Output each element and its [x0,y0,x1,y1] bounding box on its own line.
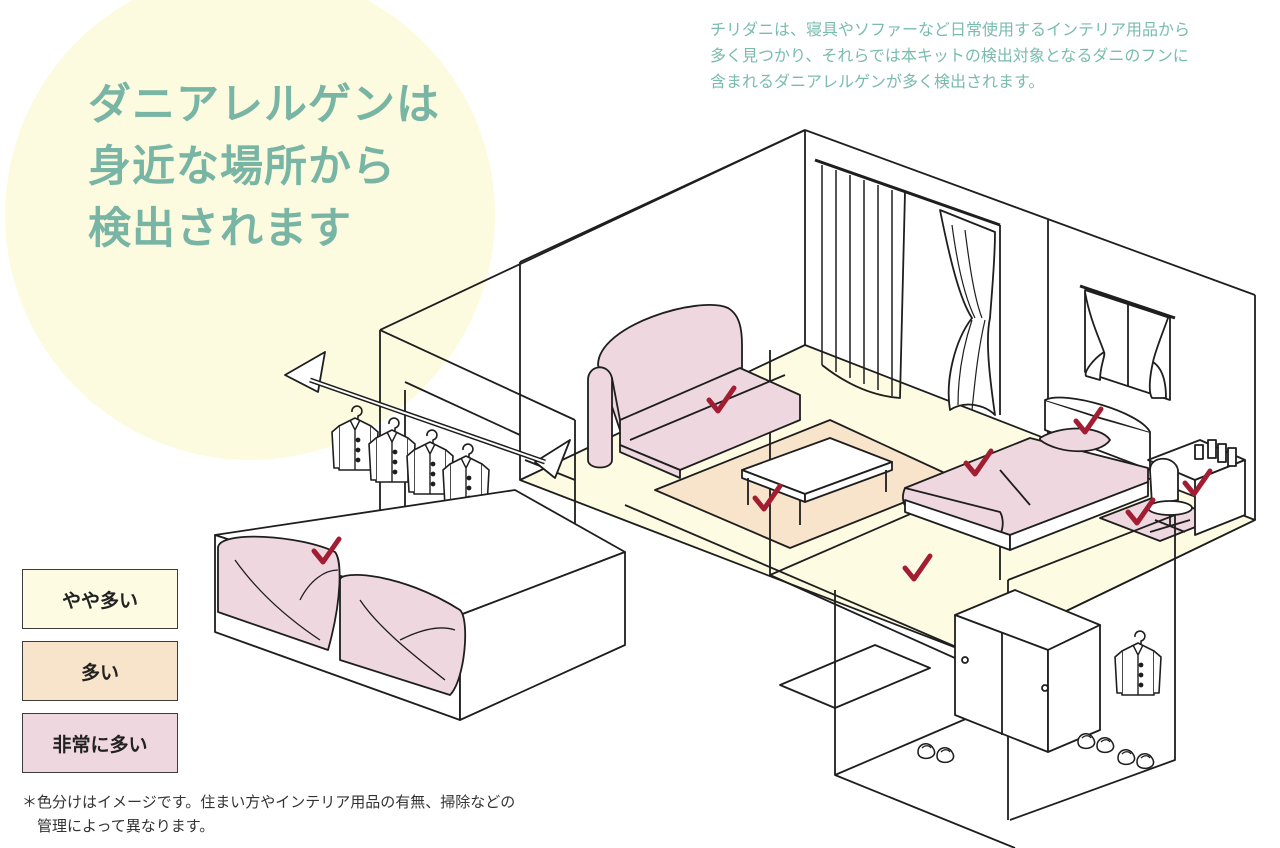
small-window [1079,284,1176,401]
footnote-line: 管理によって異なります。 [22,817,215,835]
shirt-icon [1114,630,1162,696]
coffee-table [741,437,893,525]
slipper-icon [1077,732,1115,754]
curtains [814,158,1001,416]
legend-item-many: 多い [22,641,178,701]
description-line: 多く見つかり、それらでは本キットの検出対象となるダニのフンに [710,46,1189,65]
bed [902,396,1151,551]
headline-line: 検出されます [88,204,352,254]
sofa [587,304,801,479]
description: チリダニは、寝具やソファーなど日常使用するインテリア用品から 多く見つかり、それ… [710,17,1270,95]
legend: やや多い 多い 非常に多い [22,569,178,785]
front-sofa [214,489,626,721]
headline-line: 身近な場所から [88,142,396,192]
legend-item-very-many: 非常に多い [22,713,178,773]
slipper-icon [917,742,955,764]
slipper-icon [1117,748,1155,770]
background-circle [5,0,495,460]
headline: ダニアレルゲンは 身近な場所から 検出されます [88,74,440,260]
clothes-rack [284,351,571,479]
footnote: ＊色分けはイメージです。住まい方やインテリア用品の有無、掃除などの 管理によって… [22,790,515,838]
closet-area [779,514,1176,848]
footnote-line: ＊色分けはイメージです。住まい方やインテリア用品の有無、掃除などの [22,793,516,811]
legend-item-slightly-many: やや多い [22,569,178,629]
description-line: チリダニは、寝具やソファーなど日常使用するインテリア用品から [710,20,1191,39]
headline-line: ダニアレルゲンは [88,80,440,130]
description-line: 含まれるダニアレルゲンが多く検出されます。 [710,72,1045,91]
